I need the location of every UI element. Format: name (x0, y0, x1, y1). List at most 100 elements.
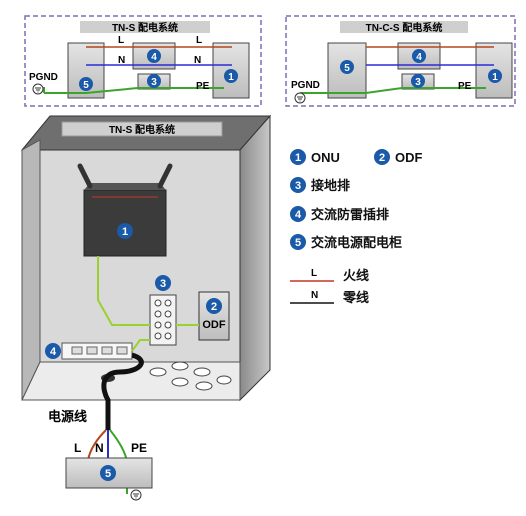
legend: 1 ONU 2 ODF 3 接地排 4 交流防雷插排 5 交流电源配电柜 L 火… (290, 149, 423, 305)
cabinet-inner-wall (21, 139, 41, 401)
legend-item-odf: 2 ODF (374, 149, 423, 165)
number-badge-icon: 4 (45, 343, 61, 359)
floor-hole (171, 377, 189, 387)
tn-s-inset-title: TN-S 配电系统 (112, 21, 178, 34)
onu-earth-wire (97, 256, 150, 326)
cabinet-side (239, 114, 271, 402)
tn-s-pe-label: PE (196, 81, 210, 92)
earth-bar-screw (164, 321, 172, 329)
number-badge-icon: 5 (100, 465, 116, 481)
badge-4-text: 4 (50, 346, 57, 358)
earth-bar-screw (154, 299, 162, 307)
legend-line-neutral-code: N (311, 290, 318, 301)
legend-item-distribution-cabinet: 5 交流电源配电柜 (290, 234, 402, 250)
earth-ground-icon (32, 83, 44, 95)
legend-num-5: 5 (295, 237, 301, 249)
earth-bar-device: 3 (149, 275, 177, 346)
number-badge-icon (290, 149, 306, 165)
tn-c-s-earth-wire (300, 87, 486, 94)
badge-3-text: 3 (151, 77, 157, 88)
number-badge-icon: 4 (147, 49, 161, 63)
badge-5-text: 5 (344, 63, 350, 74)
legend-num-2: 2 (379, 152, 385, 164)
tn-s-n-label-2: N (194, 55, 201, 66)
floor-hole (216, 375, 232, 385)
badge-1-text: 1 (492, 72, 498, 83)
power-cable-internal (101, 352, 144, 420)
badge-2-text: 2 (211, 301, 217, 313)
tn-c-s-inset-border (285, 15, 516, 107)
number-badge-icon: 4 (412, 49, 426, 63)
earth-bar-screw (154, 332, 162, 340)
cabinet-titlebar (61, 121, 223, 137)
number-badge-icon: 5 (79, 77, 93, 91)
number-badge-icon: 3 (155, 275, 171, 291)
legend-item-surge-strip: 4 交流防雷插排 (290, 206, 389, 222)
legend-label-4: 交流防雷插排 (311, 207, 389, 222)
bottom-distribution-body (65, 457, 153, 489)
badge-1-text: 1 (228, 72, 234, 83)
earth-bar-screw (164, 310, 172, 318)
bottom-l-label: L (74, 441, 81, 455)
onu-top (84, 183, 166, 190)
legend-label-3: 接地排 (311, 178, 350, 193)
badge-3-text: 3 (160, 278, 166, 290)
tn-c-s-pe-label: PE (458, 81, 472, 92)
power-cable-label: 电源线 (48, 409, 87, 424)
tn-s-pgnd-label: PGND (29, 72, 58, 83)
surge-strip-socket (71, 346, 83, 355)
badge-5-text: 5 (83, 80, 89, 91)
onu-antenna-right (157, 163, 173, 189)
tn-c-s-pgnd-label: PGND (291, 80, 320, 91)
earth-ground-icon (294, 92, 306, 104)
legend-line-live-code: L (311, 268, 317, 279)
badge-4-text: 4 (151, 52, 157, 63)
number-badge-icon (290, 177, 306, 193)
number-badge-icon: 1 (224, 69, 238, 83)
odf-device: 2 ODF (198, 291, 230, 341)
earth-bar-body (149, 294, 177, 346)
earth-ground-icon (130, 489, 142, 501)
legend-line-neutral-label: 零线 (342, 290, 369, 305)
surge-strip-socket (101, 346, 113, 355)
number-badge-icon (290, 234, 306, 250)
tn-c-s-inset: TN-C-S 配电系统 PGND PE 5 4 3 1 (285, 15, 516, 107)
number-badge-icon (290, 206, 306, 222)
cabinet-floor (21, 361, 241, 401)
cabinet-title: TN-S 配电系统 (109, 123, 175, 136)
bottom-distribution-box: 5 (65, 457, 153, 489)
earth-bar-screw (154, 310, 162, 318)
bottom-pe-label: PE (131, 441, 147, 455)
legend-label-5: 交流电源配电柜 (311, 235, 402, 250)
surge-strip-device: 4 (45, 342, 133, 360)
badge-3-text: 3 (415, 77, 421, 88)
number-badge-icon: 3 (147, 74, 161, 88)
number-badge-icon (374, 149, 390, 165)
floor-hole (149, 367, 167, 377)
onu-antenna-left (77, 163, 93, 189)
bottom-n-label: N (95, 441, 104, 455)
legend-line-neutral: N 零线 (290, 290, 369, 305)
badge-1-text: 1 (122, 226, 128, 238)
number-badge-icon: 1 (117, 223, 133, 239)
strip-earth-wire (131, 339, 150, 352)
tn-s-l-label: L (118, 35, 124, 46)
onu-device: 1 (77, 163, 173, 257)
odf-label: ODF (202, 319, 226, 331)
number-badge-icon: 3 (411, 74, 425, 88)
tn-s-earth-wire (44, 87, 224, 94)
legend-label-2: ODF (395, 150, 423, 165)
cabinet: TN-S 配电系统 (20, 114, 272, 402)
number-badge-icon: 1 (488, 69, 502, 83)
floor-hole (171, 361, 189, 371)
earth-bar-screw (164, 332, 172, 340)
badge-4-text: 4 (416, 52, 422, 63)
floor-hole (193, 367, 211, 377)
legend-line-live-label: 火线 (343, 268, 369, 283)
bottom-live-wire (87, 429, 107, 461)
floor-hole (195, 381, 213, 391)
legend-num-3: 3 (295, 180, 301, 192)
badge-5-text: 5 (105, 468, 111, 480)
legend-num-1: 1 (295, 152, 301, 164)
